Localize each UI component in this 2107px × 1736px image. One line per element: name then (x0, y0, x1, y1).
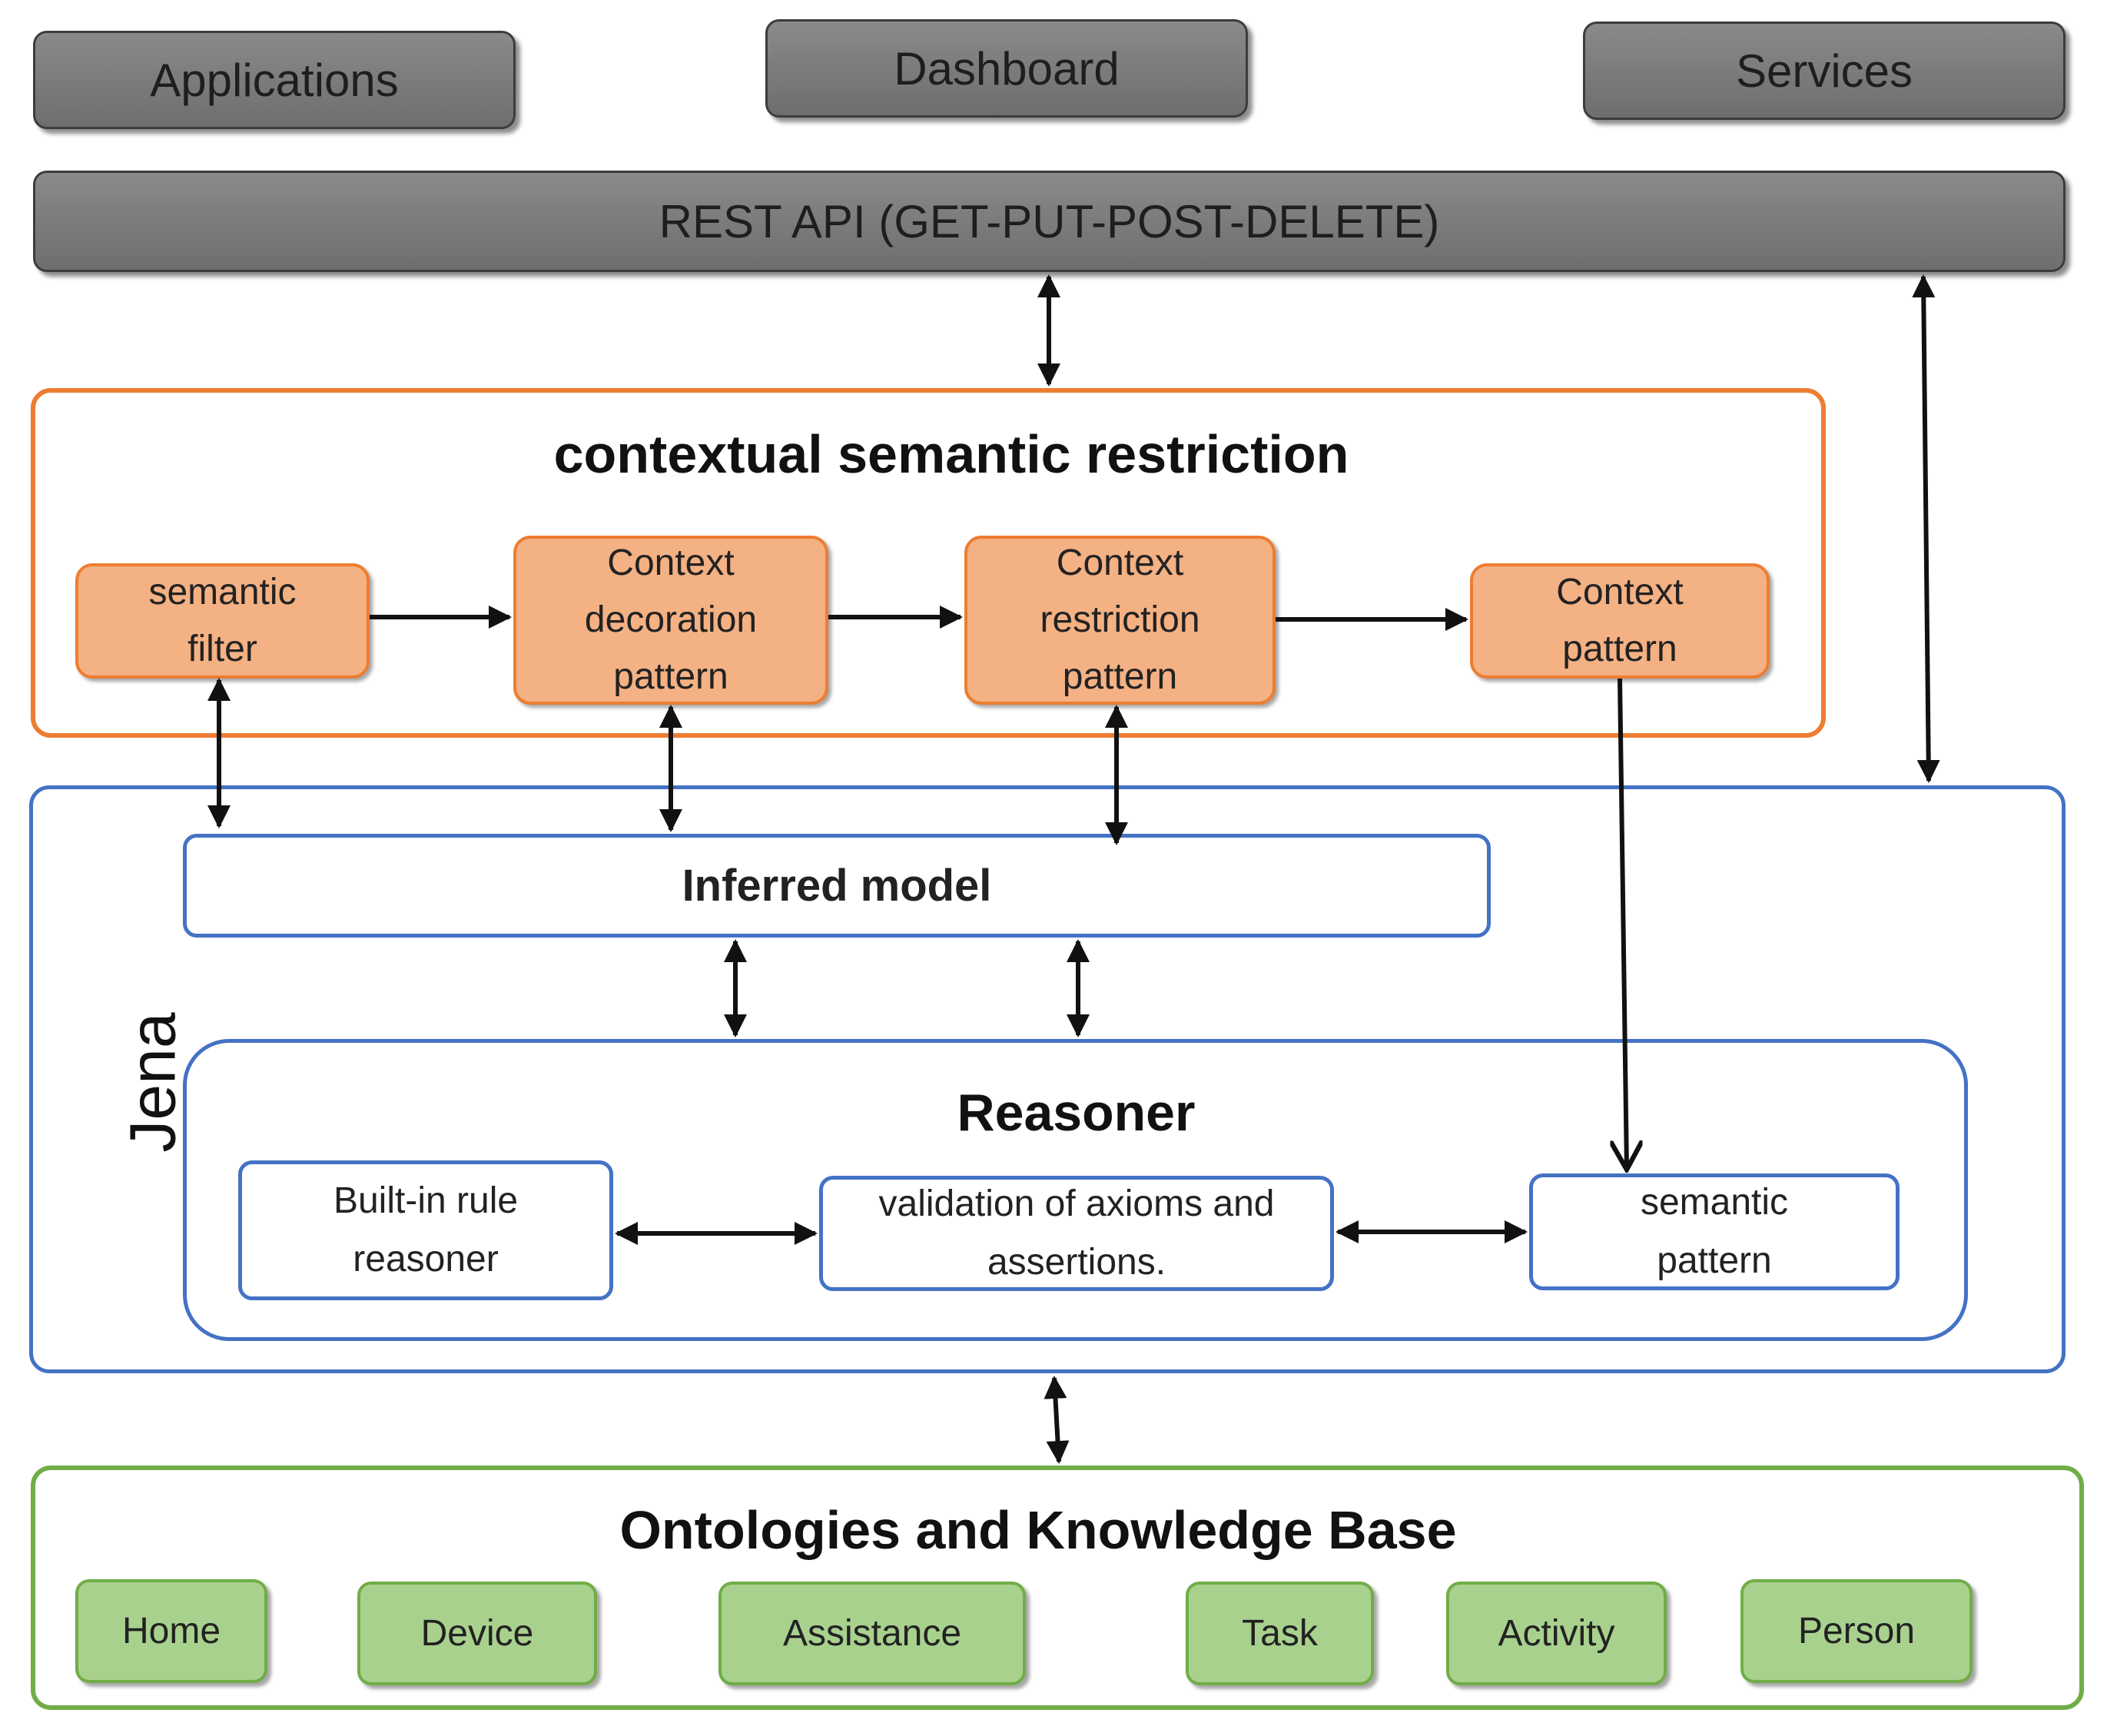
kb-item-assistance: Assistance (718, 1582, 1026, 1685)
arrow-rest-jena (1912, 274, 1940, 783)
kb-item-device: Device (357, 1582, 597, 1685)
arrow-jena-kb (1044, 1376, 1070, 1464)
kb-title: Ontologies and Knowledge Base (619, 1500, 1457, 1560)
rest-api-bar: REST API (GET-PUT-POST-DELETE) (33, 171, 2066, 272)
services-box: Services (1583, 22, 2066, 120)
kb-item-person: Person (1740, 1579, 1973, 1683)
dashboard-label: Dashboard (894, 42, 1120, 95)
semantic-filter-box: semantic filter (75, 563, 370, 679)
semantic-pattern-box: semantic pattern (1529, 1173, 1900, 1290)
dashboard-box: Dashboard (765, 19, 1248, 118)
context-decoration-box: Context decoration pattern (513, 536, 828, 705)
kb-item-task: Task (1186, 1582, 1374, 1685)
builtin-rule-reasoner-box: Built-in rule reasoner (238, 1160, 613, 1300)
services-label: Services (1735, 45, 1913, 97)
reasoner-title: Reasoner (957, 1084, 1196, 1142)
validation-box: validation of axioms and assertions. (819, 1176, 1334, 1291)
contextual-semantic-restriction-group: contextual semantic restriction (31, 388, 1826, 738)
inferred-model-box: Inferred model (183, 834, 1491, 938)
csr-title: contextual semantic restriction (553, 424, 1349, 484)
context-restriction-box: Context restriction pattern (964, 536, 1276, 705)
arrow-contextpattern-semantic (1620, 678, 1627, 1170)
applications-box: Applications (33, 31, 516, 129)
context-pattern-box: Context pattern (1470, 563, 1770, 679)
kb-item-activity: Activity (1446, 1582, 1667, 1685)
applications-label: Applications (150, 54, 399, 106)
rest-api-label: REST API (GET-PUT-POST-DELETE) (659, 195, 1440, 247)
kb-item-home: Home (75, 1579, 267, 1683)
